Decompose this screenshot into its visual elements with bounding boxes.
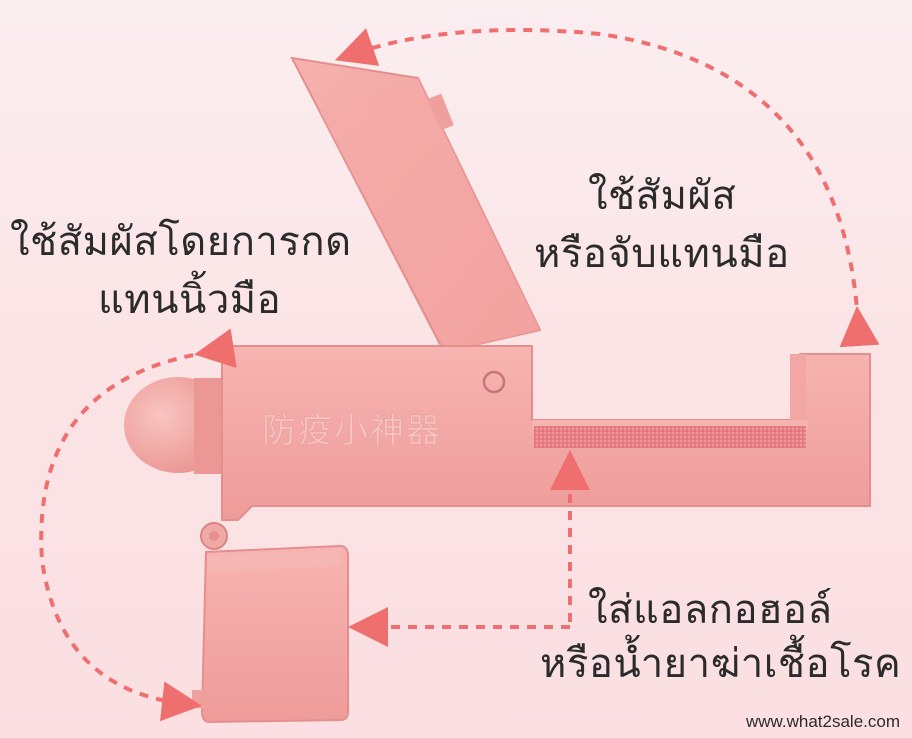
arrows (39, 28, 880, 722)
label-touch-or-grip: ใช้สัมผัส หรือจับแทนมือ (534, 172, 790, 278)
label-line: ใส่แอลกอฮอล์ (588, 587, 833, 633)
arrow-lid-swing (334, 28, 880, 348)
device-inscription: 防疫小神器 (262, 411, 442, 451)
bottom-cap (192, 544, 349, 724)
main-body: 防疫小神器 (221, 345, 871, 521)
label-line: ใช้สัมผัส (588, 173, 737, 219)
label-add-alcohol: ใส่แอลกอฮอล์ หรือน้ำยาฆ่าเชื้อโรค (540, 586, 901, 688)
hinge-pin (482, 370, 506, 394)
label-line: แทนนิ้วมือ (98, 277, 282, 323)
label-line: ใช้สัมผัสโดยการกด (10, 219, 352, 265)
alcohol-sponge (534, 426, 806, 448)
label-line: หรือน้ำยาฆ่าเชื้อโรค (540, 641, 902, 687)
label-press-instead-of-finger: ใช้สัมผัสโดยการกด แทนนิ้วมือ (10, 218, 352, 324)
label-line: หรือจับแทนมือ (534, 231, 790, 277)
arrow-cap-swing (39, 328, 237, 722)
watermark: www.what2sale.com (745, 712, 900, 731)
